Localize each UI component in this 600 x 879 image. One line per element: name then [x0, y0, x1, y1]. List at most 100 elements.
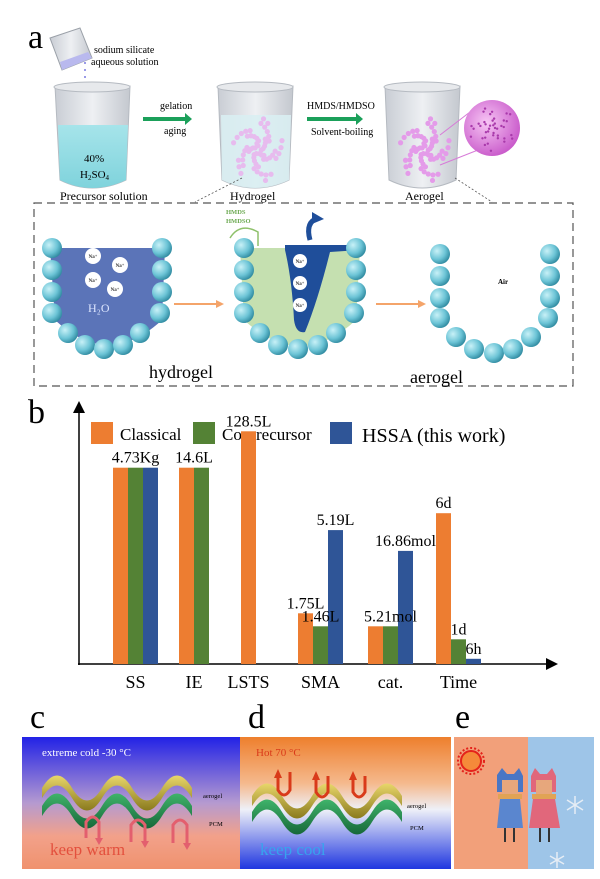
panel-d: d Hot 70 °C aerogel PCM keep cool: [240, 699, 451, 869]
bar-classical-cat: [368, 626, 383, 664]
bar-classical-lsts: [241, 431, 256, 664]
panel-b: b Classical Co-precursor HSSA (this work…: [28, 394, 558, 692]
legend-swatch-classical: [91, 422, 113, 444]
silica-particle: [430, 308, 450, 328]
panel-c: c extreme cold -30 °C aerogel PCM keep w…: [22, 699, 240, 869]
bar-co-precursor-time: [451, 639, 466, 664]
arrow1-top-label: gelation: [160, 101, 192, 112]
silica-particle: [75, 335, 95, 355]
arrow2-bottom-label: Solvent-boiling: [311, 127, 373, 138]
svg-text:Na⁺: Na⁺: [296, 303, 305, 309]
arrow2-top-label: HMDS/HMDSO: [307, 101, 375, 112]
silica-particle: [521, 327, 541, 347]
snowflake-icon: [549, 852, 565, 868]
x-tick-label: IE: [186, 672, 203, 692]
beaker-hydrogel: [216, 81, 294, 189]
bar-classical-sma: [298, 613, 313, 664]
bar-hssa-cat: [398, 550, 413, 664]
aerogel-layer: [42, 775, 192, 811]
beaker1-formula: H2SO4: [80, 169, 110, 182]
bar-classical-time: [436, 513, 451, 664]
aerogel-layer-label: aerogel: [203, 793, 222, 800]
panel-e: e: [454, 699, 594, 869]
silica-particle: [346, 238, 366, 258]
pcm-layer: [42, 793, 192, 829]
silica-particle: [484, 343, 504, 363]
data-label: 1.75L: [287, 595, 325, 612]
aerogel-structure: Air: [430, 244, 560, 363]
x-tick-label: SMA: [301, 672, 340, 692]
aerogel-layer-label: aerogel: [407, 803, 426, 810]
silica-particle: [130, 323, 150, 343]
panel-b-label: b: [28, 394, 45, 431]
data-label: 5.21mol: [364, 608, 417, 625]
silica-particle: [234, 238, 254, 258]
silica-particle: [344, 303, 364, 323]
silica-particle: [446, 327, 466, 347]
silica-particle: [308, 335, 328, 355]
detail-box: [33, 202, 574, 387]
silica-particle: [234, 303, 254, 323]
silica-particle: [42, 282, 62, 302]
panel-c-caption: keep warm: [50, 840, 125, 859]
svg-text:Na⁺: Na⁺: [89, 278, 98, 284]
hydrogel-label: hydrogel: [149, 362, 213, 382]
silica-particle: [150, 303, 170, 323]
silica-particle: [464, 339, 484, 359]
hydrogel-structure: Na⁺Na⁺ Na⁺Na⁺ H₂O: [42, 238, 172, 359]
data-label: 1.46L: [302, 608, 340, 625]
bar-co-precursor-ie: [194, 467, 209, 664]
data-label: 6h: [466, 641, 482, 658]
legend: Classical Co-precursor HSSA (this work): [91, 422, 505, 447]
x-tick-label: SS: [125, 672, 145, 692]
bar-co-precursor-sma: [313, 626, 328, 664]
silica-particle: [326, 323, 346, 343]
beaker3-caption: Aerogel: [405, 189, 444, 203]
x-tick-label: LSTS: [227, 672, 269, 692]
pouring-cup-icon: [49, 27, 93, 71]
legend-item-hssa: HSSA (this work): [330, 422, 505, 447]
data-label: 6d: [436, 495, 452, 512]
svg-text:Na⁺: Na⁺: [296, 259, 305, 265]
bar-co-precursor-cat: [383, 626, 398, 664]
legend-item-classical: Classical: [91, 422, 182, 444]
legend-label-classical: Classical: [120, 425, 182, 444]
svg-text:HMDSO: HMDSO: [226, 218, 251, 225]
panel-d-title: Hot 70 °C: [256, 747, 301, 759]
panel-d-caption: keep cool: [260, 840, 326, 859]
heat-release-arrows: [276, 772, 367, 799]
svg-text:HMDS: HMDS: [226, 209, 246, 216]
silica-particle: [268, 335, 288, 355]
air-label: Air: [498, 278, 508, 286]
silica-particle: [540, 288, 560, 308]
silica-particle: [346, 282, 366, 302]
beaker2-caption: Hydrogel: [230, 189, 276, 203]
panel-a: a sodium silicate aqueous solution 40% H…: [28, 19, 574, 387]
legend-label-hssa: HSSA (this work): [362, 425, 505, 447]
silica-particle: [234, 260, 254, 280]
silica-particle: [288, 339, 308, 359]
data-label: 4.73Kg: [112, 450, 160, 467]
legend-swatch-hssa: [330, 422, 352, 444]
pour-label-line2: aqueous solution: [91, 57, 159, 68]
silica-particle: [540, 266, 560, 286]
orange-arrow-icon: [418, 300, 426, 308]
solvent-exchange-structure: HMDS HMDSO Na⁺ Na⁺ Na⁺: [226, 209, 366, 359]
data-label: 14.6L: [175, 450, 213, 467]
aerogel-label: aerogel: [410, 367, 463, 387]
silica-particle: [58, 323, 78, 343]
silica-particle: [540, 244, 560, 264]
svg-text:Na⁺: Na⁺: [89, 254, 98, 260]
silica-particle: [113, 335, 133, 355]
silica-particle: [152, 260, 172, 280]
silica-particle: [42, 238, 62, 258]
silica-particle: [503, 339, 523, 359]
bar-hssa-time: [466, 658, 481, 664]
child-blue-figure: [497, 768, 523, 842]
svg-text:Na⁺: Na⁺: [296, 281, 305, 287]
aerogel-layer: [252, 783, 402, 819]
bars: [113, 431, 481, 664]
